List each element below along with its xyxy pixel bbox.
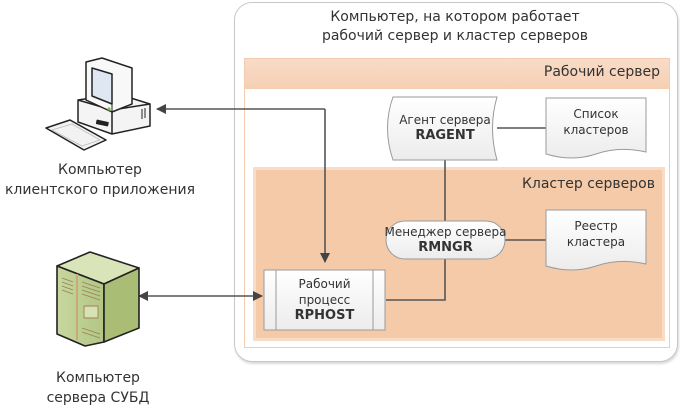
server-cluster-title: Кластер серверов xyxy=(521,176,655,192)
rphost-label-line1: Рабочий xyxy=(298,277,351,291)
host-title-line1: Компьютер, на котором работает xyxy=(330,9,580,25)
cluster-registry-node: Реестр кластера xyxy=(546,218,646,250)
cluster-registry-node-shape xyxy=(545,209,647,271)
cluster-registry-label-line2: кластера xyxy=(566,235,626,249)
rphost-node: Рабочий процесс RPHOST xyxy=(276,276,373,324)
working-server-title: Рабочий сервер xyxy=(543,64,660,80)
connector-rmngr-rphost xyxy=(386,259,446,301)
rphost-label-line2: процесс xyxy=(298,293,351,307)
cluster-list-label-line1: Список xyxy=(573,107,619,121)
rmngr-process-name: RMNGR xyxy=(418,240,473,255)
cluster-list-node: Список кластеров xyxy=(546,106,646,138)
host-computer-title: Компьютер, на котором работает рабочий с… xyxy=(234,8,676,46)
dbms-server-label-line1: Компьютер xyxy=(56,370,140,386)
working-server-header xyxy=(245,59,669,89)
dbms-server-label-line2: сервера СУБД xyxy=(46,390,150,406)
rphost-node-shape xyxy=(263,269,386,331)
rmngr-label: Менеджер сервера xyxy=(384,225,507,239)
client-computer-label-line2: клиентского приложения xyxy=(4,182,196,198)
cluster-list-node-shape xyxy=(545,97,647,159)
rphost-process-name: RPHOST xyxy=(294,308,355,323)
client-computer-label-line1: Компьютер xyxy=(58,162,142,178)
ragent-process-name: RAGENT xyxy=(415,128,475,143)
ragent-label: Агент сервера xyxy=(399,113,491,127)
ragent-node: Агент сервера RAGENT xyxy=(393,112,497,144)
cluster-registry-label-line1: Реестр xyxy=(574,219,618,233)
dbms-server-label: Компьютер сервера СУБД xyxy=(0,368,196,408)
rmngr-node: Менеджер сервера RMNGR xyxy=(382,224,509,256)
desktop-computer-icon xyxy=(45,57,151,151)
server-tower-icon xyxy=(56,251,140,347)
rmngr-node-shape xyxy=(385,220,506,260)
ragent-node-shape xyxy=(387,96,498,161)
client-computer-label: Компьютер клиентского приложения xyxy=(0,160,200,200)
cluster-list-label-line2: кластеров xyxy=(563,123,629,137)
host-title-line2: рабочий сервер и кластер серверов xyxy=(321,28,589,44)
